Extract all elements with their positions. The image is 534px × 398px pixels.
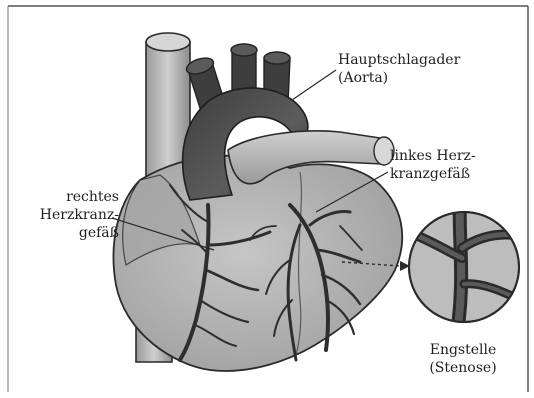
label-stenosis-line2: (Stenose)	[418, 359, 508, 377]
label-right-coronary: rechtes Herzkranz- gefäß	[27, 188, 119, 242]
label-stenosis: Engstelle (Stenose)	[418, 341, 508, 377]
label-right-coronary-line2: Herzkranz-	[27, 206, 119, 224]
label-right-coronary-line3: gefäß	[27, 224, 119, 242]
label-left-coronary: linkes Herz- kranzgefäß	[390, 147, 476, 183]
label-aorta: Hauptschlagader (Aorta)	[338, 51, 460, 87]
label-aorta-line1: Hauptschlagader	[338, 51, 460, 69]
stenosis-zoom-circle	[408, 200, 522, 340]
label-left-coronary-line1: linkes Herz-	[390, 147, 476, 165]
label-left-coronary-line2: kranzgefäß	[390, 165, 476, 183]
label-right-coronary-line1: rechtes	[27, 188, 119, 206]
label-aorta-line2: (Aorta)	[338, 69, 460, 87]
label-stenosis-line1: Engstelle	[418, 341, 508, 359]
